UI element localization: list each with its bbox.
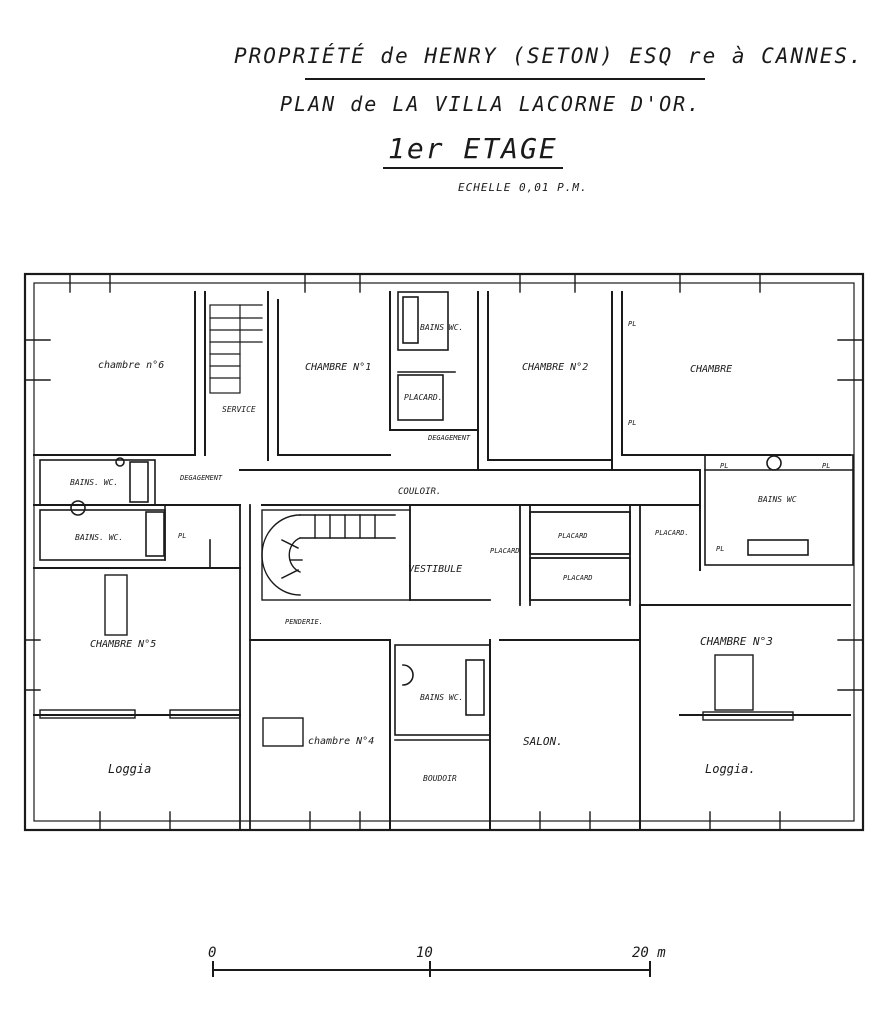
owner-title: PROPRIÉTÉ de HENRY (SETON) ESQ re à CANN…	[234, 44, 864, 68]
scale-tick-10: 10	[416, 945, 433, 961]
right-bath-walls	[704, 454, 854, 566]
label-chambre: CHAMBRE	[690, 364, 732, 375]
label-pl-2: PL	[628, 419, 636, 427]
label-loggia-right: Loggia.	[705, 762, 756, 776]
vestibule-walls	[239, 504, 641, 831]
label-degagement-top: DEGAGEMENT	[427, 434, 471, 442]
label-pl-1: PL	[628, 320, 636, 328]
scale-tick-0: 0	[208, 945, 216, 961]
label-pl-4: PL	[720, 462, 728, 470]
label-vestibule: VESTIBULE	[408, 564, 462, 575]
label-placard-1: PLACARD	[490, 547, 520, 555]
label-bains-wc-left-2: BAINS. WC.	[75, 533, 123, 542]
label-loggia-left: Loggia	[108, 762, 151, 776]
main-staircase	[261, 509, 411, 601]
label-degagement-left: DEGAGEMENT	[179, 474, 223, 482]
scale-tick-20: 20 m	[632, 945, 666, 961]
label-salon: SALON.	[523, 735, 563, 748]
label-placard-top: PLACARD.	[404, 393, 443, 402]
label-chambre-2: CHAMBRE N°2	[522, 362, 588, 373]
outer-wall-inner-line	[33, 282, 855, 822]
label-chambre-5: CHAMBRE N°5	[90, 639, 156, 650]
label-placard-3: PLACARD	[563, 574, 593, 582]
label-pl-6: PL	[716, 545, 724, 553]
fireplaces	[39, 574, 794, 747]
plan-title: PLAN de LA VILLA LACORNE D'OR.	[280, 92, 702, 116]
label-placard-2: PLACARD	[558, 532, 588, 540]
label-bains-wc-right: BAINS WC	[758, 495, 797, 504]
owner-title-underline	[305, 78, 705, 80]
bath-walls-top	[397, 291, 456, 421]
title-block: PROPRIÉTÉ de HENRY (SETON) ESQ re à CANN…	[0, 0, 888, 210]
lower-room-walls	[33, 567, 851, 831]
label-placard-4: PLACARD.	[655, 529, 689, 537]
label-pl-3: PL	[178, 532, 186, 540]
label-chambre-6: chambre n°6	[98, 360, 164, 371]
label-bains-wc-left-1: BAINS. WC.	[70, 478, 118, 487]
center-bath-walls	[394, 644, 491, 741]
label-service: SERVICE	[222, 405, 256, 414]
label-chambre-4: chambre N°4	[308, 736, 374, 747]
label-penderie: PENDERIE.	[285, 618, 323, 626]
label-pl-5: PL	[822, 462, 830, 470]
scale-bar	[212, 961, 651, 977]
window-notches	[24, 273, 864, 831]
outer-wall	[23, 272, 865, 832]
label-chambre-1: CHAMBRE N°1	[305, 362, 371, 373]
floor-title: 1er ETAGE	[388, 132, 558, 165]
label-boudoir: BOUDOIR	[423, 774, 457, 783]
floor-title-underline	[383, 167, 563, 169]
top-room-walls	[194, 291, 851, 471]
label-chambre-3: CHAMBRE N°3	[700, 635, 773, 648]
scale-caption: ECHELLE 0,01 P.M.	[458, 181, 588, 194]
label-bains-wc-center: BAINS WC.	[420, 693, 463, 702]
label-bains-wc-top: BAINS WC.	[420, 323, 463, 332]
left-bath-walls	[39, 457, 211, 569]
service-staircase	[209, 304, 263, 394]
label-couloir: COULOIR.	[398, 487, 441, 497]
